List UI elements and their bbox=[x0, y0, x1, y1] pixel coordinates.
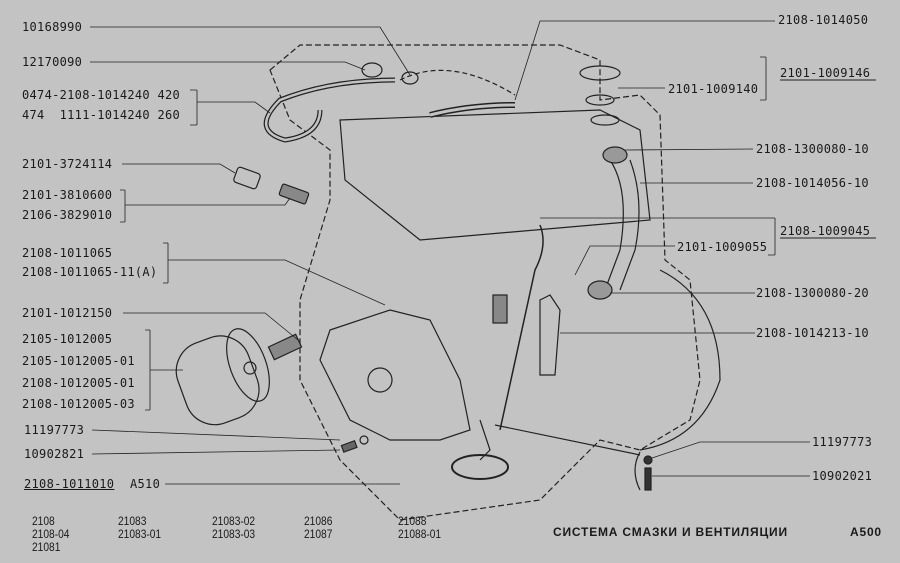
label-2108-1012005-01: 2108-1012005-01 bbox=[22, 376, 135, 390]
model-group-3: 21083-02 21083-03 bbox=[212, 514, 256, 541]
label-a510: A510 bbox=[130, 477, 161, 491]
label-2101-1009146: 2101-1009146 bbox=[780, 66, 871, 80]
label-2108-1014050: 2108-1014050 bbox=[778, 13, 869, 27]
diagram-title: СИСТЕМА СМАЗКИ И ВЕНТИЛЯЦИИ bbox=[553, 525, 788, 539]
model-group-5: 21088 21088-01 bbox=[398, 514, 442, 541]
label-12170090: 12170090 bbox=[22, 55, 83, 69]
label-2101-1012150: 2101-1012150 bbox=[22, 306, 113, 320]
label-11197773-right: 11197773 bbox=[812, 435, 873, 449]
page-code: A500 bbox=[850, 525, 882, 539]
label-2108-1012005-03: 2108-1012005-03 bbox=[22, 397, 135, 411]
flywheel-housing bbox=[639, 269, 721, 451]
label-2105-1012005: 2105-1012005 bbox=[22, 332, 113, 346]
model-group-4: 21086 21087 bbox=[304, 514, 333, 541]
label-2108-1014056-10: 2108-1014056-10 bbox=[756, 176, 869, 190]
label-2105-1012005-01: 2105-1012005-01 bbox=[22, 354, 135, 368]
oil-filler-cap bbox=[579, 65, 621, 81]
dipstick bbox=[499, 224, 544, 431]
cylinder-head bbox=[339, 109, 651, 241]
bolt bbox=[340, 440, 358, 453]
label-2108-1300080-10: 2108-1300080-10 bbox=[756, 142, 869, 156]
label-2108-1011065: 2108-1011065 bbox=[22, 246, 113, 260]
filter-fitting bbox=[267, 333, 303, 361]
oil-pressure-sensor bbox=[278, 183, 310, 205]
label-hose-a: 0474-2108-1014240 420 bbox=[22, 88, 181, 102]
sensor bbox=[233, 166, 261, 190]
oil-strainer bbox=[451, 454, 509, 480]
label-hose-b: 474 1111-1014240 260 bbox=[22, 108, 181, 122]
oil-separator bbox=[539, 294, 561, 376]
label-2108-1014213-10: 2108-1014213-10 bbox=[756, 326, 869, 340]
label-2108-1300080-20: 2108-1300080-20 bbox=[756, 286, 869, 300]
label-2101-3724114: 2101-3724114 bbox=[22, 157, 113, 171]
model-group-2: 21083 21083-01 bbox=[118, 514, 162, 541]
vent-pipe bbox=[604, 159, 640, 291]
label-2106-3829010: 2106-3829010 bbox=[22, 208, 113, 222]
label-10902821: 10902821 bbox=[24, 447, 85, 461]
label-11197773-left: 11197773 bbox=[24, 423, 85, 437]
label-2101-3810600: 2101-3810600 bbox=[22, 188, 113, 202]
model-group-1: 2108 2108-04 21081 bbox=[32, 514, 70, 554]
oil-filter bbox=[175, 335, 260, 426]
label-2108-1011065-11a: 2108-1011065-11(A) bbox=[22, 265, 158, 279]
label-2101-1009055: 2101-1009055 bbox=[677, 240, 768, 254]
leader-lines bbox=[90, 20, 810, 485]
breather-hose bbox=[263, 77, 396, 143]
label-2101-1009140: 2101-1009140 bbox=[668, 82, 759, 96]
label-2108-1011010: 2108-1011010 bbox=[24, 477, 115, 491]
oil-pickup bbox=[479, 419, 491, 461]
label-10902021: 10902021 bbox=[812, 469, 873, 483]
label-10168990: 10168990 bbox=[22, 20, 83, 34]
oil-pump bbox=[319, 309, 471, 441]
label-2108-1009045: 2108-1009045 bbox=[780, 224, 871, 238]
